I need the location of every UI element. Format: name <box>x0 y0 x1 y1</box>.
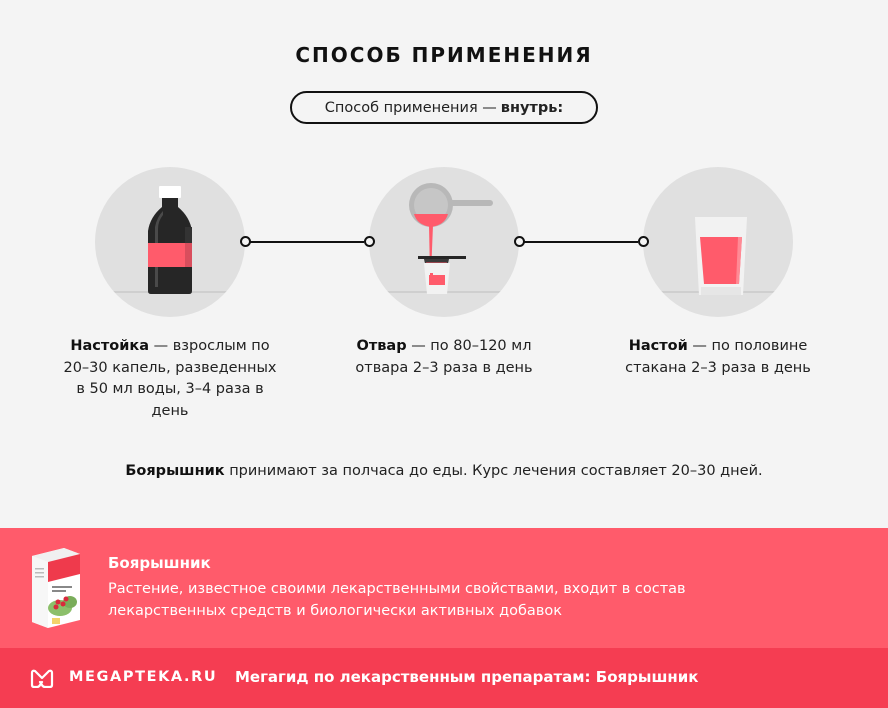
method-name: Отвар <box>356 338 407 354</box>
decoction-illustration <box>369 167 519 317</box>
method-text: — по 80–120 мл отвара 2–3 раза в день <box>355 338 533 376</box>
connector-node <box>514 236 525 247</box>
connector-line-2 <box>524 241 638 243</box>
megapteka-logo-icon[interactable] <box>29 668 55 688</box>
tincture-illustration <box>95 167 245 317</box>
route-prefix: Способ применения — <box>324 99 497 116</box>
route-value: внутрь: <box>500 99 564 116</box>
infusion-description: Настой — по половине стакана 2–3 раза в … <box>605 336 831 379</box>
connector-node <box>240 236 251 247</box>
note-text: принимают за полчаса до еды. Курс лечени… <box>224 463 763 479</box>
decoction-description: Отвар — по 80–120 мл отвара 2–3 раза в д… <box>330 336 558 379</box>
page-title: СПОСОБ ПРИМЕНЕНИЯ <box>295 43 593 67</box>
product-description: Растение, известное своими лекарственным… <box>108 581 686 619</box>
usage-note: Боярышник принимают за полчаса до еды. К… <box>0 463 888 479</box>
method-name: Настой <box>628 338 688 354</box>
connector-node <box>638 236 649 247</box>
route-badge: Способ применения — внутрь: <box>290 91 598 124</box>
method-text: — по половине стакана 2–3 раза в день <box>625 338 811 376</box>
note-bold: Боярышник <box>125 463 225 479</box>
tincture-description: Настойка — взрослым по 20–30 капель, раз… <box>60 336 280 422</box>
connector-node <box>364 236 375 247</box>
infusion-illustration <box>643 167 793 317</box>
method-name: Настойка <box>70 338 150 354</box>
strainer-pouring-icon <box>409 183 493 294</box>
connector-line-1 <box>250 241 364 243</box>
product-box-image[interactable] <box>28 546 82 628</box>
glass-icon <box>695 217 747 295</box>
product-panel[interactable]: Боярышник Растение, известное своими лек… <box>0 528 888 648</box>
megapteka-logo-text[interactable]: MEGAPTEKA.RU <box>69 669 218 685</box>
method-text: — взрослым по 20–30 капель, разведенных … <box>63 338 277 419</box>
megaguide-link[interactable]: Мегагид по лекарственным препаратам: Боя… <box>235 668 699 686</box>
product-name[interactable]: Боярышник <box>108 554 211 572</box>
footer: MEGAPTEKA.RU Мегагид по лекарственным пр… <box>0 648 888 708</box>
bottle-icon <box>148 186 192 294</box>
